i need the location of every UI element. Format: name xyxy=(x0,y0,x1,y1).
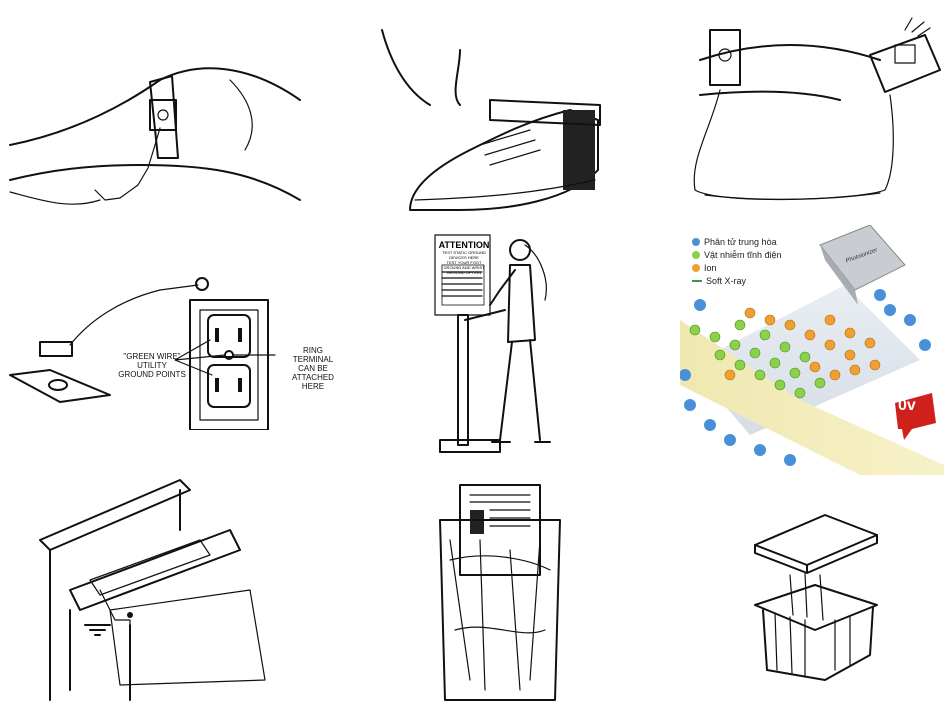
neutral-particle xyxy=(884,304,896,316)
legend-item-charged: Vật nhiễm tĩnh điện xyxy=(692,250,782,260)
legend-label-charged: Vật nhiễm tĩnh điện xyxy=(704,250,782,260)
charged-particle xyxy=(769,357,781,369)
green-wire-text: "GREEN WIRE" xyxy=(123,352,181,361)
ion-particle xyxy=(824,314,836,326)
legend-label-ion: Ion xyxy=(704,263,717,273)
charged-particle xyxy=(814,377,826,389)
legend-label-xray: Soft X-ray xyxy=(706,276,747,286)
neutral-particle xyxy=(704,419,716,431)
charged-particle xyxy=(754,369,766,381)
wrist-strap-illustration xyxy=(0,40,310,220)
charged-particle xyxy=(759,329,771,341)
ion-particle xyxy=(869,359,881,371)
charged-particle xyxy=(779,341,791,353)
xray-line-icon xyxy=(692,280,702,282)
legend-item-ion: Ion xyxy=(692,263,717,273)
can-be-text: CAN BE xyxy=(298,364,328,373)
poster-line2: DEVICES HERE xyxy=(449,255,479,260)
charged-dot-icon xyxy=(692,251,700,259)
heel-strap-illustration xyxy=(370,10,610,220)
esd-bin-illustration xyxy=(745,505,885,685)
outlet-ground-illustration: "GREEN WIRE" UTILITY GROUND POINTS RING … xyxy=(0,270,370,430)
ion-particle xyxy=(844,349,856,361)
ion-particle xyxy=(849,364,861,376)
shielding-bag-illustration xyxy=(430,480,570,705)
neutral-particle xyxy=(684,399,696,411)
neutral-dot-icon xyxy=(692,238,700,246)
poster-line3: TEST YOUR FOOT xyxy=(446,260,482,265)
ionizer-diagram: Photoionizer 0v Phân tử trung hòa Vật nh… xyxy=(680,225,944,475)
charged-particle xyxy=(799,351,811,363)
ion-particle xyxy=(824,339,836,351)
zero-volt-badge: 0v xyxy=(898,397,916,414)
ring-terminal-label: RING TERMINAL CAN BE ATTACHED HERE xyxy=(278,346,348,391)
charged-particle xyxy=(734,359,746,371)
here-text: HERE xyxy=(301,382,325,391)
neutral-particle xyxy=(724,434,736,446)
legend-label-neutral: Phân tử trung hòa xyxy=(704,237,777,247)
positive-charges xyxy=(689,319,826,399)
utility-text: UTILITY xyxy=(137,361,167,370)
ion-dot-icon xyxy=(692,264,700,272)
ground-points-text: GROUND POINTS xyxy=(118,370,186,379)
ring-text: RING xyxy=(303,346,323,355)
charged-particle xyxy=(709,331,721,343)
ion-particle xyxy=(809,361,821,373)
neutral-particles xyxy=(680,289,931,466)
neutral-particle xyxy=(784,454,796,466)
attention-poster: ATTENTION TEST STATIC GROUND DEVICES HER… xyxy=(438,240,490,275)
negative-charges xyxy=(724,307,881,381)
terminal-text: TERMINAL xyxy=(292,355,334,364)
poster-line5: GROUND OPTION xyxy=(446,270,482,275)
esd-workbench-illustration xyxy=(30,470,280,710)
charged-particle xyxy=(729,339,741,351)
wrist-strap-tester-illustration xyxy=(680,10,944,220)
charged-particle xyxy=(774,379,786,391)
legend-item-xray: Soft X-ray xyxy=(692,276,746,286)
attached-text: ATTACHED xyxy=(292,373,334,382)
ion-particle xyxy=(764,314,776,326)
poster-line1: TEST STATIC GROUND xyxy=(442,250,486,255)
neutral-particle xyxy=(694,299,706,311)
poster-title: ATTENTION xyxy=(438,240,490,250)
charged-particle xyxy=(794,387,806,399)
neutral-particle xyxy=(754,444,766,456)
green-wire-label: "GREEN WIRE" UTILITY GROUND POINTS xyxy=(112,352,192,379)
ground-tester-station-illustration: ATTENTION TEST STATIC GROUND DEVICES HER… xyxy=(430,230,580,460)
ion-particle xyxy=(864,337,876,349)
poster-line4: GROUND AND WRIST xyxy=(443,265,485,270)
charged-particle xyxy=(714,349,726,361)
neutral-particle xyxy=(874,289,886,301)
ion-particle xyxy=(724,369,736,381)
ion-particle xyxy=(829,369,841,381)
legend-item-neutral: Phân tử trung hòa xyxy=(692,237,777,247)
charged-particle xyxy=(789,367,801,379)
neutral-particle xyxy=(919,339,931,351)
charged-particle xyxy=(689,324,701,336)
ion-particle xyxy=(744,307,756,319)
neutral-particle xyxy=(680,369,691,381)
charged-particle xyxy=(734,319,746,331)
neutral-particle xyxy=(904,314,916,326)
ion-particle xyxy=(804,329,816,341)
ion-particle xyxy=(784,319,796,331)
charged-particle xyxy=(749,347,761,359)
ion-particle xyxy=(844,327,856,339)
